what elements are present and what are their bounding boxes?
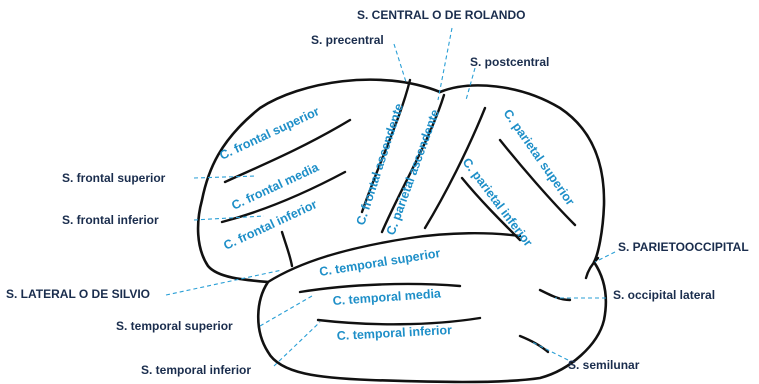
leader-parietooccipital — [594, 251, 616, 263]
brain-outline — [196, 78, 608, 384]
leader-temporal-superior — [259, 295, 313, 327]
postcentral-groove — [423, 106, 487, 230]
label-s-occipital-lateral: S. occipital lateral — [613, 288, 715, 302]
frontal-inferior-groove — [220, 170, 347, 224]
label-s-parietooccipital: S. PARIETOOCCIPITAL — [618, 240, 749, 254]
label-s-postcentral: S. postcentral — [470, 55, 549, 69]
label-s-temporal-inferior: S. temporal inferior — [141, 363, 251, 377]
intraparietal-groove — [498, 138, 577, 227]
leader-temporal-inferior — [273, 321, 321, 367]
leader-postcentral — [465, 67, 476, 101]
parietooccipital-notch — [584, 256, 600, 280]
leader-precentral — [393, 43, 407, 83]
label-s-temporal-superior: S. temporal superior — [116, 319, 233, 333]
central-groove — [380, 93, 446, 234]
temporal-superior-groove — [298, 282, 462, 294]
leader-central — [437, 27, 453, 101]
leader-lateral — [165, 269, 283, 296]
label-s-frontal-superior: S. frontal superior — [62, 171, 166, 185]
label-c-temporal-media: C. temporal media — [332, 286, 442, 308]
lateral-sulcus-groove — [266, 232, 522, 284]
precentral-groove — [360, 78, 412, 214]
temporal-inferior-groove — [316, 316, 482, 326]
label-c-parietal-superior: C. parietal superior — [501, 107, 578, 208]
label-c-temporal-superior: C. temporal superior — [318, 246, 441, 279]
label-s-semilunar: S. semilunar — [568, 358, 640, 372]
parietal-inferior-groove — [460, 176, 522, 242]
frontal-superior-groove — [223, 118, 352, 184]
semilunar-groove — [518, 334, 550, 354]
ascending-ramus-groove — [280, 230, 294, 268]
leader-frontal-superior — [193, 175, 257, 179]
label-s-lateral: S. LATERAL O DE SILVIO — [6, 287, 150, 301]
label-s-frontal-inferior: S. frontal inferior — [62, 213, 159, 227]
label-s-central: S. CENTRAL O DE ROLANDO — [357, 8, 525, 22]
label-s-precentral: S. precentral — [311, 33, 384, 47]
label-c-temporal-inferior: C. temporal inferior — [336, 323, 452, 343]
leader-frontal-inferior — [193, 215, 265, 221]
occipital-lateral-groove — [538, 288, 572, 302]
